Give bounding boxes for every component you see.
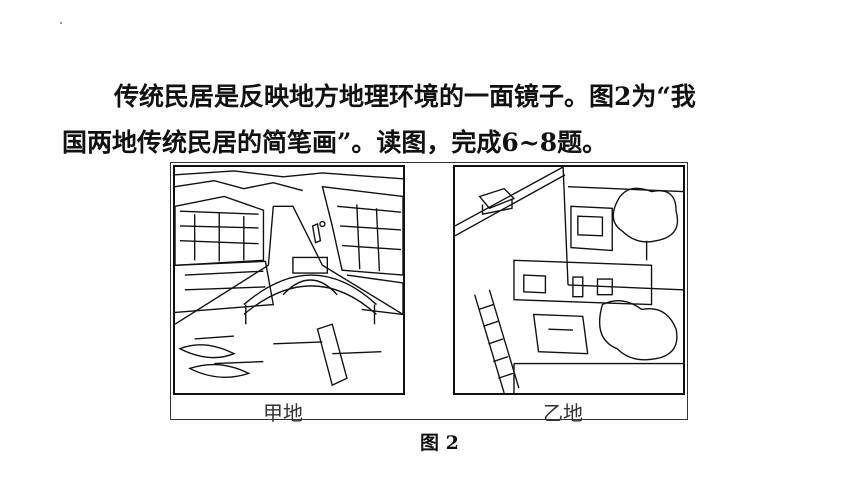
- figure-frame: 甲地 乙地: [170, 162, 688, 425]
- label-jia: 甲地: [263, 401, 303, 425]
- question-paragraph: 传统民居是反映地方地理环境的一面镜子。图2为“我 国两地传统民居的简笔画”。读图…: [62, 74, 822, 166]
- courtyard-drawing: [455, 167, 683, 393]
- label-yi: 乙地: [543, 401, 583, 425]
- decorative-dot: [60, 22, 62, 24]
- paragraph-line-2: 国两地传统民居的简笔画”。读图，完成6~8题。: [62, 128, 608, 157]
- sketch-yi-courtyard: [453, 165, 685, 395]
- paragraph-line-1: 传统民居是反映地方地理环境的一面镜子。图2为“我: [114, 82, 696, 111]
- figure-caption: 图 2: [420, 432, 459, 454]
- water-town-drawing: [175, 170, 403, 387]
- sketch-jia-water-town: [173, 165, 405, 395]
